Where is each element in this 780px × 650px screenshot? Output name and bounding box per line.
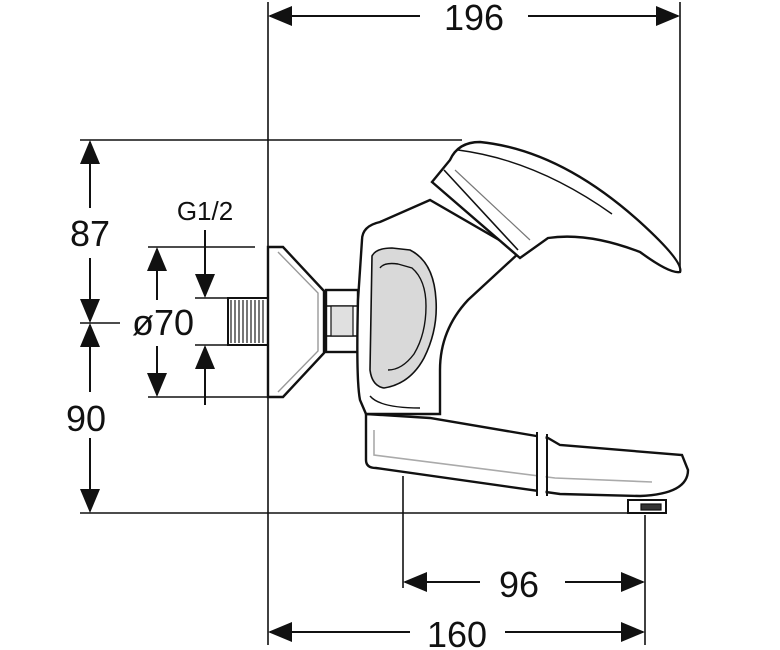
lever-handle (430, 140, 682, 274)
faucet-drawing (227, 140, 690, 514)
spout (364, 412, 690, 514)
dim-thread-label: G1/2 (177, 196, 233, 226)
dimension-87: 87 (70, 140, 110, 323)
dimension-96: 96 (403, 564, 645, 605)
dim-overall-width-label: 196 (444, 0, 504, 38)
dim-spout-reach-label: 160 (427, 614, 487, 650)
dimension-thread: G1/2 (177, 196, 233, 405)
threaded-inlet (227, 297, 271, 346)
dim-diameter-label: ø70 (132, 302, 194, 343)
dimension-90: 90 (66, 323, 106, 513)
dimension-160: 160 (268, 614, 645, 650)
dim-upper-height-label: 87 (70, 213, 110, 254)
mixer-body (356, 198, 523, 416)
dimension-196: 196 (268, 0, 680, 38)
dimension-diameter: ø70 (132, 247, 194, 397)
dim-spout-offset-label: 96 (499, 564, 539, 605)
hex-nut (324, 288, 360, 354)
dim-lower-height-label: 90 (66, 398, 106, 439)
